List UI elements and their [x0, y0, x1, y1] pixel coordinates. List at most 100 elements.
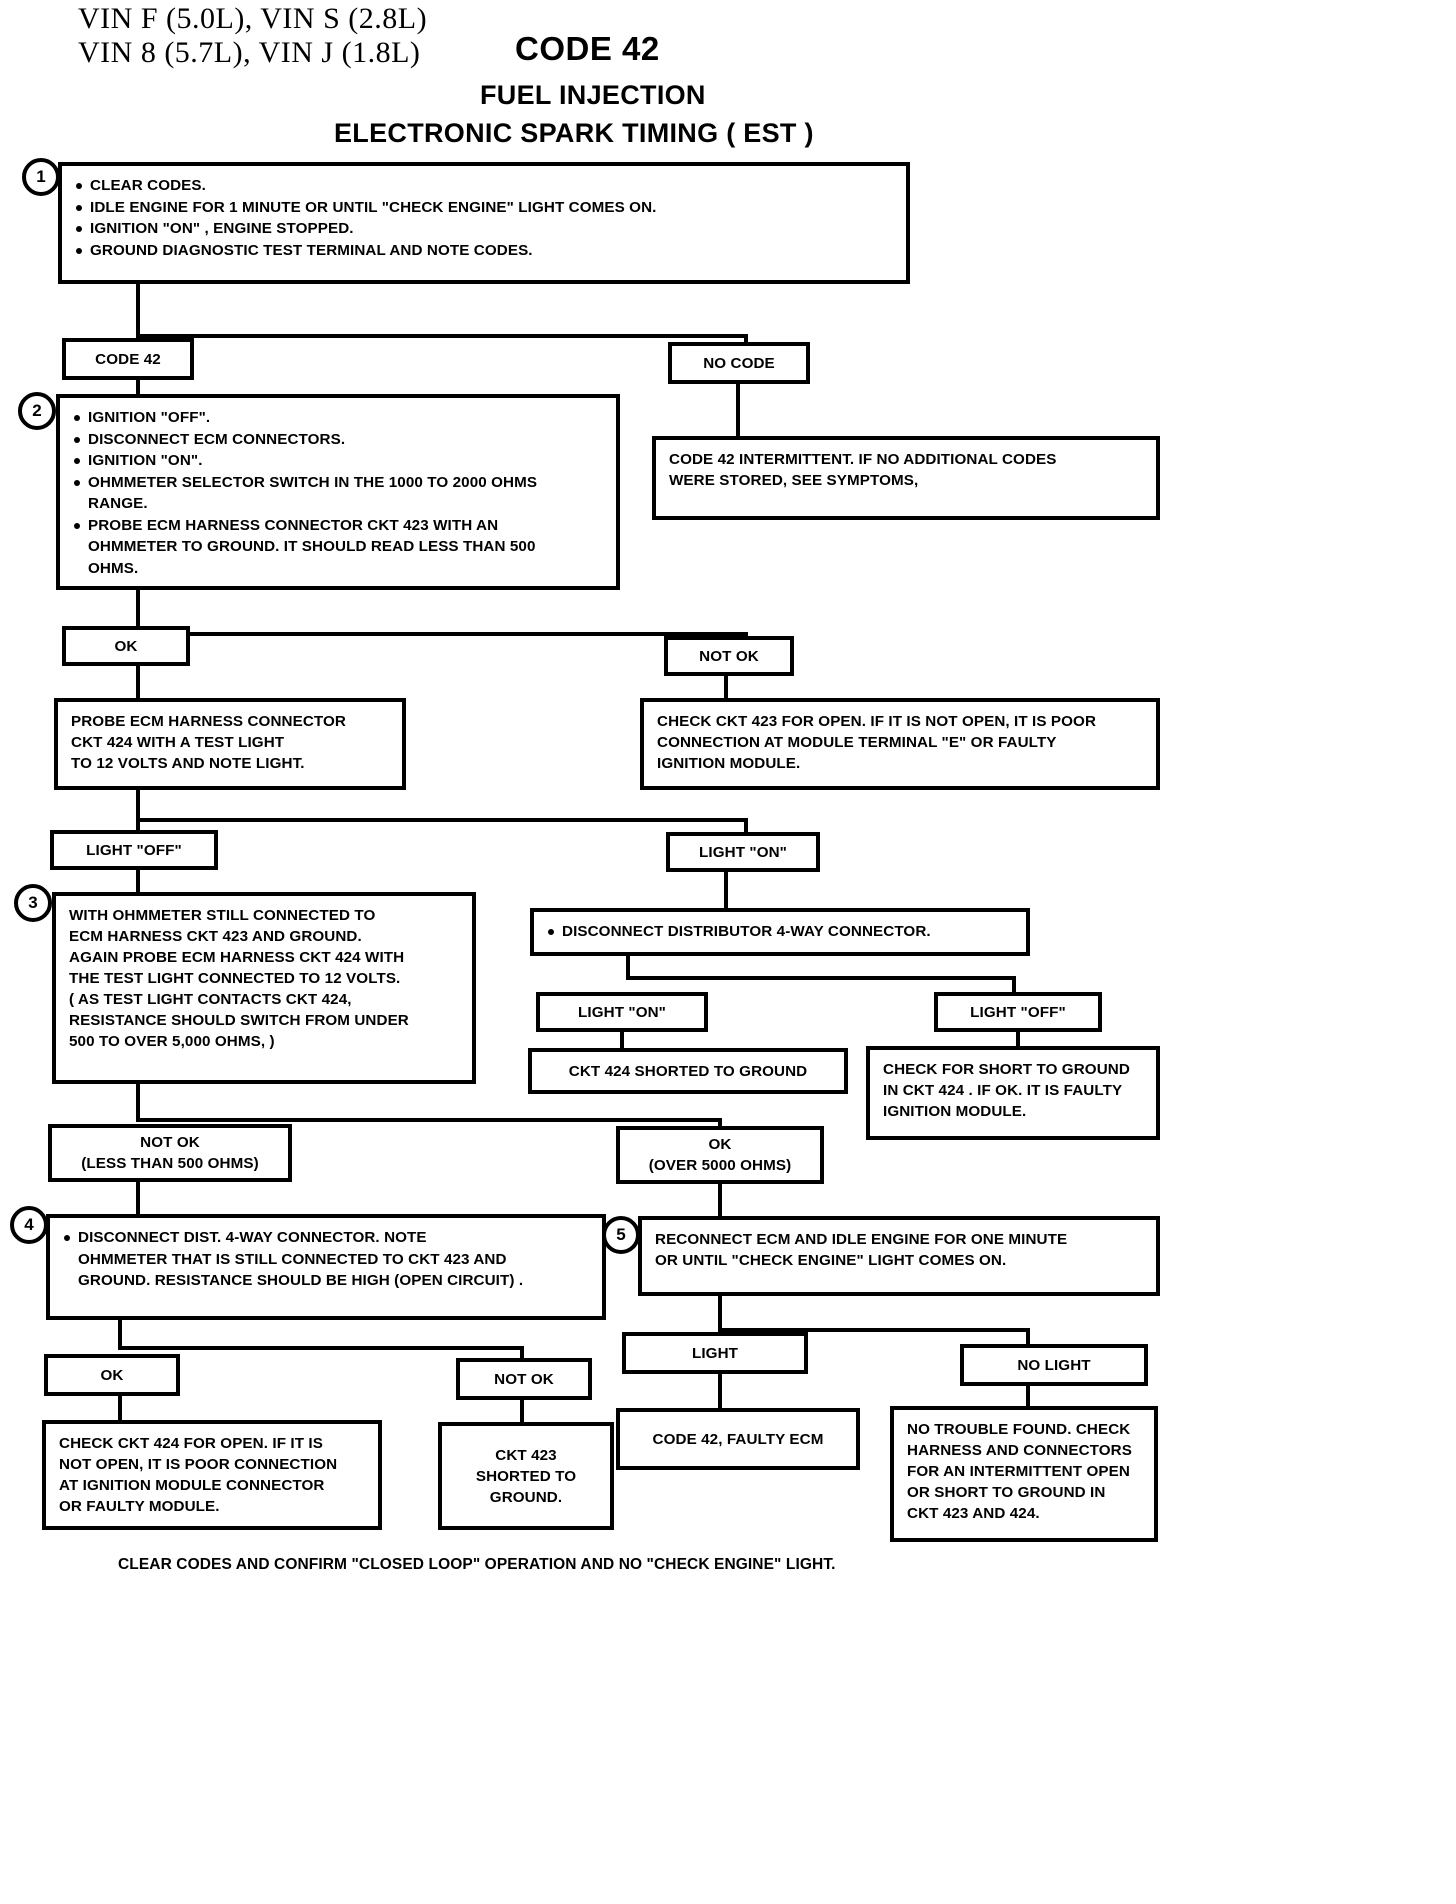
- step-2-bullet: DISCONNECT ECM CONNECTORS.: [73, 429, 604, 451]
- step-1-box: CLEAR CODES. IDLE ENGINE FOR 1 MINUTE OR…: [58, 162, 910, 284]
- connector-line: [136, 790, 140, 838]
- no-light-branch-label: NO LIGHT: [1017, 1356, 1091, 1374]
- vin-line-1: VIN F (5.0L), VIN S (2.8L): [78, 2, 428, 35]
- not-ok-branch-box-1: NOT OK: [664, 636, 794, 676]
- connector-line: [626, 956, 630, 980]
- connector-line: [136, 334, 748, 338]
- connector-line: [718, 1374, 722, 1412]
- light-on-branch-box-2: LIGHT "ON": [536, 992, 708, 1032]
- no-trouble-found-text: NO TROUBLE FOUND. CHECK HARNESS AND CONN…: [907, 1421, 1132, 1522]
- light-on-branch-label-2: LIGHT "ON": [578, 1003, 666, 1021]
- connector-line: [744, 334, 748, 344]
- connector-line: [520, 1400, 524, 1422]
- footer-note: CLEAR CODES AND CONFIRM "CLOSED LOOP" OP…: [118, 1556, 836, 1573]
- no-light-branch-box: NO LIGHT: [960, 1344, 1148, 1386]
- connector-line: [1012, 976, 1016, 996]
- step-2-bullet-list: IGNITION "OFF". DISCONNECT ECM CONNECTOR…: [73, 407, 604, 579]
- connector-line: [736, 384, 740, 436]
- connector-line: [118, 1396, 122, 1422]
- connector-line: [1026, 1386, 1030, 1408]
- step-1-bullet: IDLE ENGINE FOR 1 MINUTE OR UNTIL "CHECK…: [75, 197, 894, 219]
- step-2-bullet: OHMMETER SELECTOR SWITCH IN THE 1000 TO …: [73, 472, 604, 515]
- page-subtitle-est: ELECTRONIC SPARK TIMING ( EST ): [334, 118, 814, 148]
- step-1-bullet-list: CLEAR CODES. IDLE ENGINE FOR 1 MINUTE OR…: [75, 175, 894, 261]
- code-42-branch-label: CODE 42: [95, 350, 161, 368]
- ok-branch-box-2: OK: [44, 1354, 180, 1396]
- step-1-bullet: GROUND DIAGNOSTIC TEST TERMINAL AND NOTE…: [75, 240, 894, 262]
- ok-branch-box-1: OK: [62, 626, 190, 666]
- light-off-branch-label-2: LIGHT "OFF": [970, 1003, 1066, 1021]
- connector-line: [620, 1032, 624, 1050]
- not-ok-branch-label-2: NOT OK: [494, 1370, 554, 1388]
- check-ckt-424-open-box: CHECK CKT 424 FOR OPEN. IF IT IS NOT OPE…: [42, 1420, 382, 1530]
- step-4-bullet-list: DISCONNECT DIST. 4-WAY CONNECTOR. NOTE O…: [63, 1227, 590, 1292]
- step-5-box: RECONNECT ECM AND IDLE ENGINE FOR ONE MI…: [638, 1216, 1160, 1296]
- check-short-to-ground-text: CHECK FOR SHORT TO GROUND IN CKT 424 . I…: [883, 1061, 1130, 1120]
- connector-line: [136, 1182, 140, 1214]
- light-on-branch-box-1: LIGHT "ON": [666, 832, 820, 872]
- step-number-1: 1: [22, 158, 60, 196]
- connector-line: [136, 380, 140, 394]
- connector-line: [626, 976, 1016, 980]
- step-2-box: IGNITION "OFF". DISCONNECT ECM CONNECTOR…: [56, 394, 620, 590]
- check-ckt-424-open-text: CHECK CKT 424 FOR OPEN. IF IT IS NOT OPE…: [59, 1435, 338, 1515]
- step-1-bullet: IGNITION "ON" , ENGINE STOPPED.: [75, 218, 894, 240]
- no-code-branch-box: NO CODE: [668, 342, 810, 384]
- connector-line: [520, 1346, 524, 1360]
- light-off-branch-box-1: LIGHT "OFF": [50, 830, 218, 870]
- check-ckt-423-open-text: CHECK CKT 423 FOR OPEN. IF IT IS NOT OPE…: [657, 713, 1097, 772]
- ok-branch-label-2: OK: [100, 1366, 124, 1384]
- ckt-423-shorted-text: CKT 423 SHORTED TO GROUND.: [475, 1446, 577, 1506]
- ok-over-5000-label: OK (OVER 5000 OHMS): [648, 1136, 792, 1174]
- connector-line: [718, 1296, 722, 1332]
- step-5-text: RECONNECT ECM AND IDLE ENGINE FOR ONE MI…: [655, 1231, 1068, 1269]
- step-3-text: WITH OHMMETER STILL CONNECTED TO ECM HAR…: [69, 907, 409, 1050]
- no-trouble-found-box: NO TROUBLE FOUND. CHECK HARNESS AND CONN…: [890, 1406, 1158, 1542]
- connector-line: [136, 632, 748, 636]
- connector-line: [136, 1084, 140, 1122]
- ckt-424-shorted-box: CKT 424 SHORTED TO GROUND: [528, 1048, 848, 1094]
- connector-line: [136, 666, 140, 700]
- connector-line: [744, 818, 748, 836]
- connector-line: [1026, 1328, 1030, 1348]
- connector-line: [724, 676, 728, 700]
- not-ok-less-500-box: NOT OK (LESS THAN 500 OHMS): [48, 1124, 292, 1182]
- disconnect-distributor-box: DISCONNECT DISTRIBUTOR 4-WAY CONNECTOR.: [530, 908, 1030, 956]
- connector-line: [118, 1320, 122, 1350]
- ok-branch-label-1: OK: [114, 637, 138, 655]
- no-code-branch-label: NO CODE: [703, 354, 775, 372]
- step-2-bullet: IGNITION "ON".: [73, 450, 604, 472]
- step-number-2: 2: [18, 392, 56, 430]
- not-ok-branch-label-1: NOT OK: [699, 647, 759, 665]
- connector-line: [118, 1346, 524, 1350]
- connector-line: [136, 870, 140, 894]
- step-4-box: DISCONNECT DIST. 4-WAY CONNECTOR. NOTE O…: [46, 1214, 606, 1320]
- step-1-bullet: CLEAR CODES.: [75, 175, 894, 197]
- light-branch-label: LIGHT: [691, 1344, 739, 1362]
- disconnect-distributor-list: DISCONNECT DISTRIBUTOR 4-WAY CONNECTOR.: [547, 921, 1014, 943]
- connector-line: [718, 1328, 1030, 1332]
- step-number-5: 5: [602, 1216, 640, 1254]
- code-42-intermittent-box: CODE 42 INTERMITTENT. IF NO ADDITIONAL C…: [652, 436, 1160, 520]
- check-ckt-423-open-box: CHECK CKT 423 FOR OPEN. IF IT IS NOT OPE…: [640, 698, 1160, 790]
- connector-line: [136, 284, 140, 338]
- step-number-4: 4: [10, 1206, 48, 1244]
- code-42-intermittent-text: CODE 42 INTERMITTENT. IF NO ADDITIONAL C…: [669, 451, 1057, 489]
- vin-line-2: VIN 8 (5.7L), VIN J (1.8L): [78, 36, 421, 69]
- page-title-code: CODE 42: [515, 30, 660, 67]
- light-off-branch-box-2: LIGHT "OFF": [934, 992, 1102, 1032]
- connector-line: [718, 1184, 722, 1216]
- step-4-bullet: DISCONNECT DIST. 4-WAY CONNECTOR. NOTE O…: [63, 1227, 590, 1292]
- connector-line: [718, 1118, 722, 1126]
- connector-line: [136, 1118, 722, 1122]
- code-42-faulty-ecm-box: CODE 42, FAULTY ECM: [616, 1408, 860, 1470]
- not-ok-less-500-label: NOT OK (LESS THAN 500 OHMS): [81, 1134, 259, 1172]
- not-ok-branch-box-2: NOT OK: [456, 1358, 592, 1400]
- step-3-box: WITH OHMMETER STILL CONNECTED TO ECM HAR…: [52, 892, 476, 1084]
- disconnect-distributor-bullet: DISCONNECT DISTRIBUTOR 4-WAY CONNECTOR.: [547, 921, 1014, 943]
- ok-over-5000-box: OK (OVER 5000 OHMS): [616, 1126, 824, 1184]
- page-subtitle-fuel-injection: FUEL INJECTION: [480, 80, 706, 110]
- light-branch-box: LIGHT: [622, 1332, 808, 1374]
- connector-line: [1016, 1032, 1020, 1046]
